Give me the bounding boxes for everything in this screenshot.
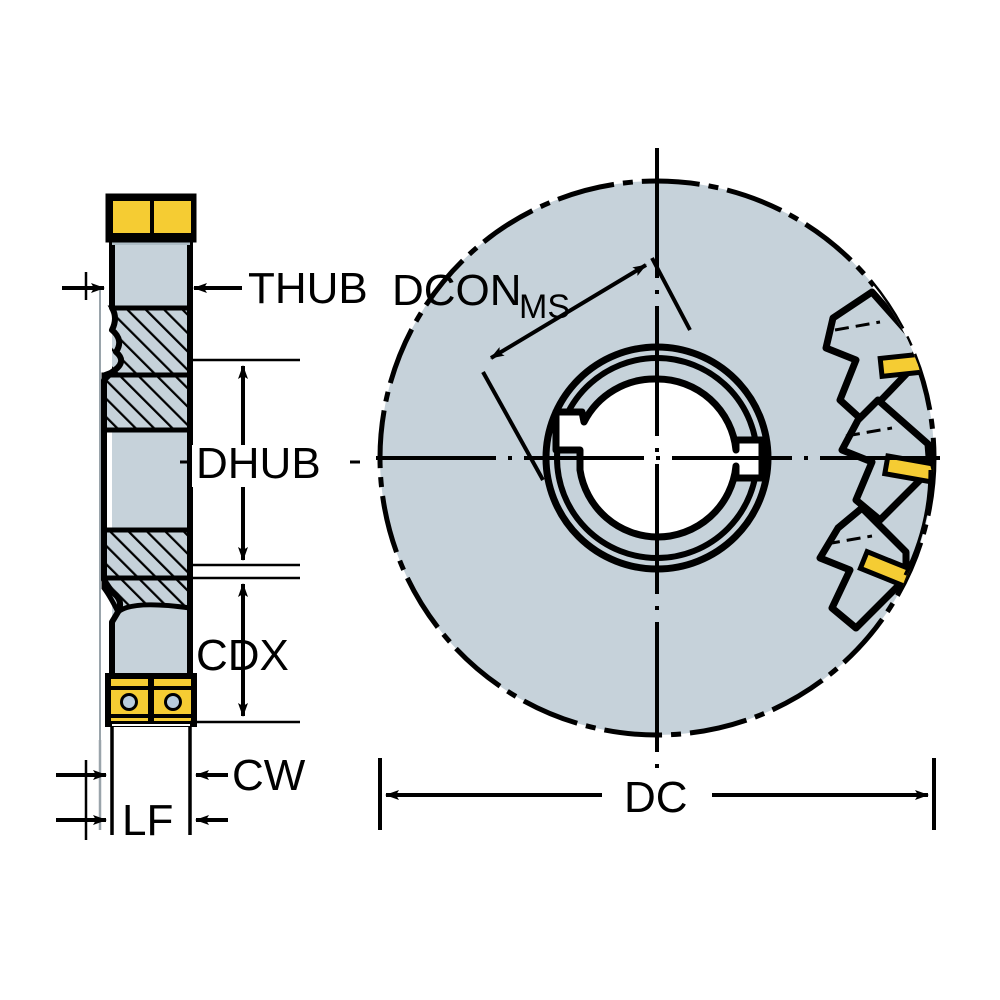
tooth-relief-tick-lower [825, 534, 873, 546]
cutting-teeth-group [816, 248, 934, 632]
section-left-profile [101, 228, 125, 708]
section-lower-gap [112, 724, 190, 726]
cross-section-view [56, 193, 360, 840]
dimension-labels: THUB DHUB CDX CW LF DCON MS DC [122, 264, 688, 845]
label-lf: LF [122, 796, 173, 845]
bottom-screw-left-head [123, 696, 135, 708]
label-dc: DC [624, 773, 688, 822]
label-dcon-subscript: MS [519, 288, 570, 326]
label-dcon: DCON [392, 266, 522, 315]
bottom-screw-right-head [167, 696, 179, 708]
label-dhub: DHUB [196, 439, 321, 488]
tooth-relief-tick-middle [845, 426, 893, 438]
hub-upper-body [101, 372, 193, 433]
hub-lower-body [101, 527, 193, 581]
face-view [376, 148, 946, 830]
dcon-leader-lower [481, 371, 545, 481]
tooth-relief-tick-upper [834, 320, 881, 332]
label-thub: THUB [248, 264, 368, 313]
top-insert-left [113, 201, 150, 233]
dhub-label-backdrop [192, 445, 350, 487]
top-insert-right [154, 201, 191, 233]
flute-arc-inner [903, 469, 932, 576]
dcon-dimension-arrow [489, 263, 648, 360]
label-cdx: CDX [196, 631, 289, 680]
label-cw: CW [232, 751, 306, 800]
dc-label-backdrop [602, 770, 712, 822]
dcon-leader-upper [650, 257, 692, 331]
top-insert-outline [105, 193, 197, 243]
cutter-body-section [112, 228, 190, 708]
